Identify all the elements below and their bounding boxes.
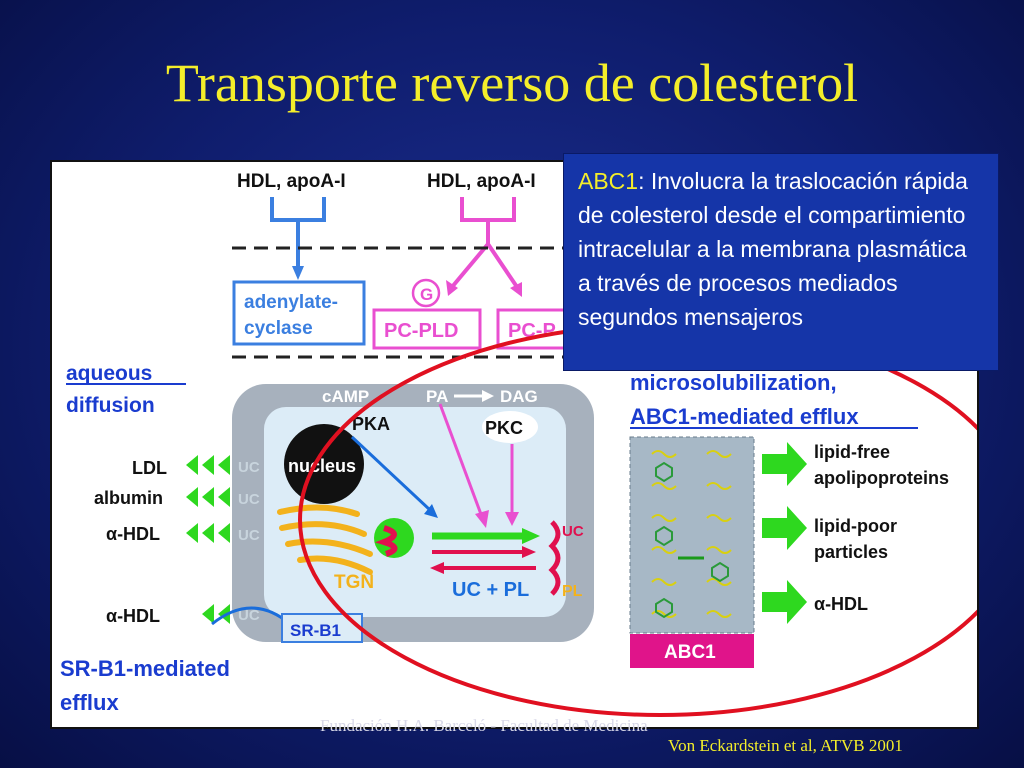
arrow-blue-down bbox=[292, 266, 304, 280]
pl-right-label: PL bbox=[562, 583, 583, 600]
slide-title: Transporte reverso de colesterol bbox=[165, 53, 859, 113]
pkc-label: PKC bbox=[485, 418, 523, 438]
srb1-efflux-label-1: SR-B1-mediated bbox=[60, 656, 230, 681]
tgn-label: TGN bbox=[334, 572, 374, 593]
pkc-bubble bbox=[482, 411, 538, 443]
lipid-poor-label-1: lipid-poor bbox=[814, 516, 897, 536]
arrow-pink-right bbox=[510, 282, 522, 297]
ahdl-label-1: α-HDL bbox=[106, 524, 160, 544]
lipid-free-label-1: lipid-free bbox=[814, 442, 890, 462]
ahdl-label-3: α-HDL bbox=[814, 594, 868, 614]
abc1-callout: ABC1: Involucra la traslocación rápida d… bbox=[563, 153, 999, 371]
ldl-label: LDL bbox=[132, 458, 167, 478]
pka-label: PKA bbox=[352, 414, 390, 434]
aqueous-label-2: diffusion bbox=[66, 394, 155, 417]
camp-label: cAMP bbox=[322, 387, 369, 406]
pc-pld-box bbox=[372, 308, 482, 350]
pa-dag-arrowhead bbox=[482, 390, 494, 402]
lipid-poor-label-2: particles bbox=[814, 542, 888, 562]
nucleus-label: nucleus bbox=[288, 456, 356, 476]
srb1-efflux-label-2: efflux bbox=[60, 690, 119, 715]
micro-label-1: microsolubilization, bbox=[630, 370, 837, 395]
g-protein-circle bbox=[411, 278, 441, 308]
hexagon-pattern bbox=[655, 461, 729, 619]
arrow-pink-left bbox=[446, 280, 458, 296]
uc-right-label: UC bbox=[562, 523, 584, 540]
abc1-box bbox=[630, 634, 754, 668]
pkc-arrowhead bbox=[505, 512, 519, 526]
slide-credit: Von Eckardstein et al, ATVB 2001 bbox=[668, 736, 903, 755]
green-chevrons-left bbox=[186, 455, 230, 624]
abc1-transporter-cell bbox=[548, 520, 561, 596]
dag-label: DAG bbox=[500, 387, 538, 406]
pa-arrowhead bbox=[475, 510, 489, 528]
adenylate-cyclase-box bbox=[232, 280, 366, 346]
uc-flux-green-head bbox=[522, 528, 540, 544]
receptor-blue bbox=[270, 197, 326, 272]
flux-red-1-head bbox=[522, 546, 536, 558]
pka-arrowhead bbox=[424, 504, 438, 518]
uc-label-4: UC bbox=[238, 607, 260, 624]
slide-footer: Fundación H.A. Barceló - Facultad de Med… bbox=[320, 716, 648, 735]
ahdl-label-2: α-HDL bbox=[106, 606, 160, 626]
lipid-free-label-2: apolipoproteins bbox=[814, 468, 949, 488]
uc-pl-label: UC + PL bbox=[452, 579, 529, 601]
nucleus-circle bbox=[284, 424, 364, 504]
pa-label: PA bbox=[426, 387, 448, 406]
hdl-left-label: HDL, apoA-I bbox=[237, 171, 346, 192]
abc1-label: ABC1 bbox=[664, 642, 716, 663]
uc-label-1: UC bbox=[238, 459, 260, 476]
pa-arrow bbox=[438, 403, 484, 518]
uc-label-3: UC bbox=[238, 527, 260, 544]
micro-label-2: ABC1-mediated efflux bbox=[630, 404, 859, 429]
srb1-label: SR-B1 bbox=[290, 621, 341, 640]
aqueous-label-1: aqueous bbox=[66, 362, 152, 385]
adenylate-label-2: cyclase bbox=[244, 318, 313, 339]
pc-pld-label: PC-PLD bbox=[384, 320, 458, 342]
membrane-column bbox=[629, 436, 755, 634]
g-protein-label: G bbox=[420, 285, 433, 304]
hdl-right-label: HDL, apoA-I bbox=[427, 171, 536, 192]
pka-arrow bbox=[350, 435, 432, 512]
callout-text: : Involucra la traslocación rápida de co… bbox=[578, 168, 968, 330]
green-arrows-right bbox=[762, 442, 807, 624]
albumin-label: albumin bbox=[94, 488, 163, 508]
flux-red-2-head bbox=[430, 562, 444, 574]
diagram-svg: HDL, apoA-I HDL, apoA-I adenylate- cycla… bbox=[60, 171, 977, 717]
adenylate-label-1: adenylate- bbox=[244, 292, 338, 313]
callout-highlight: ABC1 bbox=[578, 168, 639, 194]
uc-label-2: UC bbox=[238, 491, 260, 508]
vesicle-red bbox=[374, 525, 398, 557]
receptor-pink bbox=[450, 197, 519, 289]
